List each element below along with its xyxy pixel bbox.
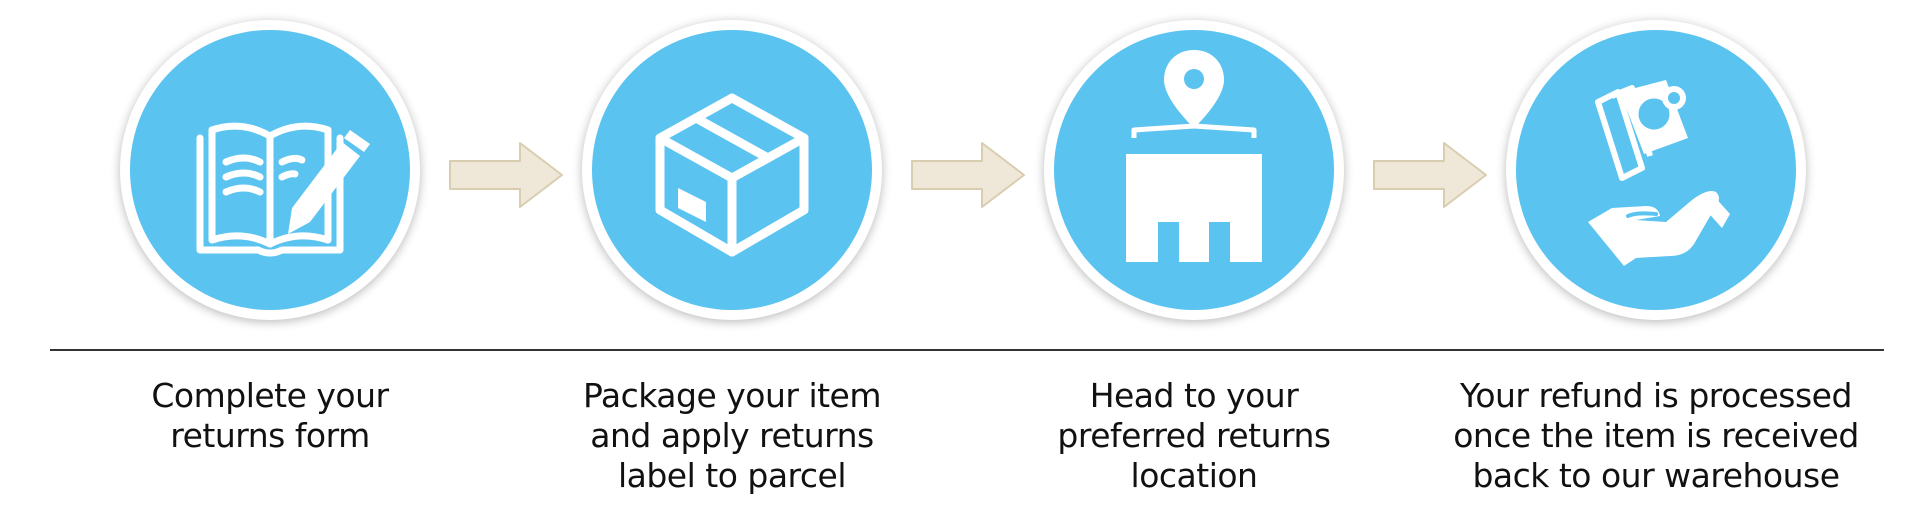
parcel-box-icon [592, 30, 872, 310]
step-label-line: location [1130, 456, 1258, 495]
returns-location-pin-icon [1054, 30, 1334, 310]
step-circle [1506, 20, 1806, 320]
step-circle-fill [1516, 30, 1796, 310]
step-head-to-location: Head to your preferred returns location [974, 0, 1414, 515]
arrow-right-icon [1373, 142, 1487, 208]
step-label-line: label to parcel [617, 456, 847, 495]
arrow-right-icon [911, 142, 1025, 208]
step-label-line: once the item is received [1453, 416, 1859, 455]
step-label-line: returns form [170, 416, 370, 455]
step-label-line: and apply returns [590, 416, 874, 455]
step-label: Complete your returns form [50, 376, 490, 456]
step-label: Package your item and apply returns labe… [512, 376, 952, 496]
step-refund-processed: Your refund is processed once the item i… [1436, 0, 1876, 515]
arrow-right-icon [449, 142, 563, 208]
step-circle [582, 20, 882, 320]
step-label: Your refund is processed once the item i… [1436, 376, 1876, 496]
step-label-line: Your refund is processed [1460, 376, 1852, 415]
step-label-line: Head to your [1089, 376, 1299, 415]
step-label-line: Complete your [151, 376, 389, 415]
step-label: Head to your preferred returns location [974, 376, 1414, 496]
refund-hand-money-icon [1516, 30, 1796, 310]
step-circle [1044, 20, 1344, 320]
step-complete-form: Complete your returns form [50, 0, 490, 515]
step-circle [120, 20, 420, 320]
step-package-item: Package your item and apply returns labe… [512, 0, 952, 515]
step-label-line: preferred returns [1057, 416, 1331, 455]
step-label-line: back to our warehouse [1472, 456, 1840, 495]
step-circle-fill [130, 30, 410, 310]
step-circle-fill [1054, 30, 1334, 310]
open-book-pencil-icon [130, 30, 410, 310]
step-label-line: Package your item [582, 376, 882, 415]
step-circle-fill [592, 30, 872, 310]
divider-line [50, 349, 1884, 351]
